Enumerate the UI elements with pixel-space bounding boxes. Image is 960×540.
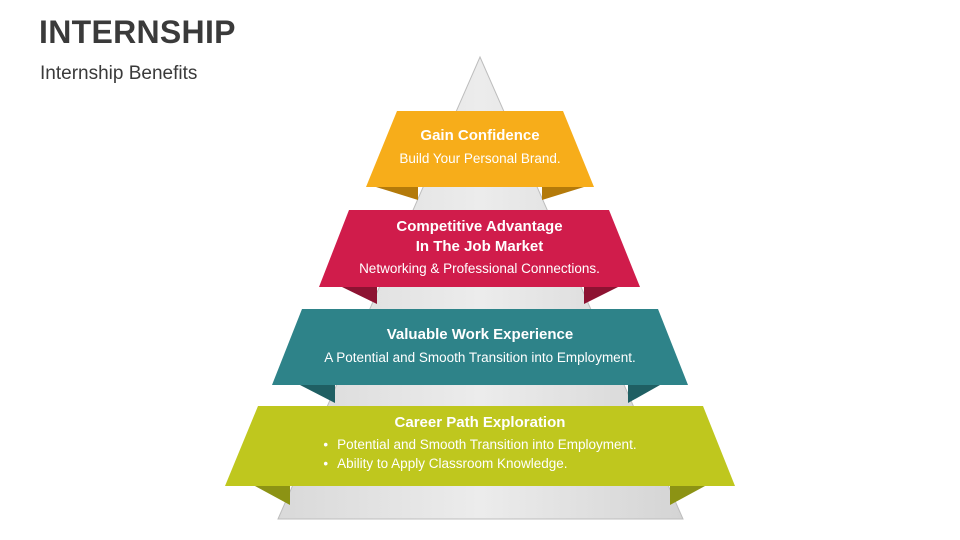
band-description: Build Your Personal Brand. (399, 151, 561, 166)
band-fold-left (342, 287, 377, 304)
page-title: INTERNSHIP (39, 14, 236, 50)
band-title: Gain Confidence (420, 127, 540, 144)
band-title: Valuable Work Experience (386, 326, 574, 343)
band-fold-left (255, 486, 290, 505)
band-title: Competitive Advantage In The Job Market (319, 217, 640, 257)
band-title: Career Path Exploration (394, 414, 566, 431)
band-fold-right (670, 486, 705, 505)
band-title-line-1: Competitive Advantage (396, 218, 563, 235)
band-competitive-advantage (319, 210, 640, 304)
list-item: Ability to Apply Classroom Knowledge. (323, 454, 636, 473)
band-shape (366, 111, 594, 187)
band-gain-confidence (366, 111, 594, 200)
band-fold-left (300, 385, 335, 403)
band-text-competitive-advantage: Competitive Advantage In The Job Market … (319, 217, 640, 278)
page-subtitle: Internship Benefits (40, 63, 198, 84)
band-description: A Potential and Smooth Transition into E… (324, 350, 636, 365)
bullet-list: Potential and Smooth Transition into Emp… (323, 435, 636, 473)
band-text-gain-confidence: Gain Confidence Build Your Personal Bran… (366, 126, 594, 168)
band-shape (272, 309, 688, 385)
band-fold-left (376, 187, 418, 200)
band-title-line-2: In The Job Market (415, 238, 544, 255)
list-item: Potential and Smooth Transition into Emp… (323, 435, 636, 454)
band-fold-right (584, 287, 618, 304)
pyramid-background (277, 55, 684, 520)
band-text-career-path: Career Path Exploration Potential and Sm… (225, 413, 735, 473)
band-fold-right (542, 187, 584, 200)
band-fold-right (628, 385, 660, 403)
band-work-experience (272, 309, 688, 403)
band-description: Networking & Professional Connections. (359, 261, 600, 276)
band-shape (319, 210, 640, 287)
band-text-work-experience: Valuable Work Experience A Potential and… (272, 325, 688, 367)
